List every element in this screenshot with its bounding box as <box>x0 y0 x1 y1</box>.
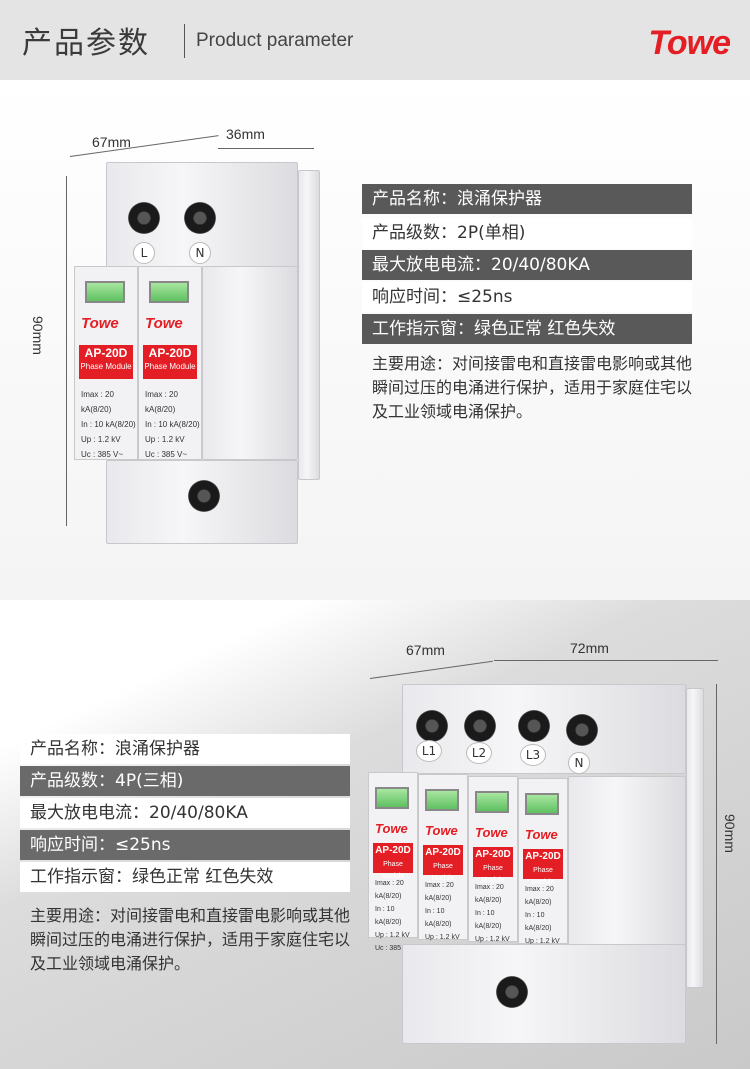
terminal-label-l: L <box>133 242 155 264</box>
terminal-label-n: N <box>568 752 590 774</box>
module-2: Towe AP-20D Phase Module Imax : 20 kA(8/… <box>418 774 468 954</box>
module-model-plate: AP-20D Phase Module <box>473 847 513 884</box>
status-window-icon <box>425 789 459 811</box>
module-sub: Phase Module <box>80 362 132 371</box>
header-bar: 产品参数 Product parameter Towe <box>0 0 750 80</box>
device-2p-image: L N Towe AP-20D Phase Module Imax : 20 k… <box>70 150 330 550</box>
module-model-plate: AP-20D Phase Module <box>423 845 463 882</box>
module-brand: Towe <box>145 315 183 332</box>
module-brand: Towe <box>425 823 458 838</box>
terminal-label-n: N <box>189 242 211 264</box>
module-brand: Towe <box>525 827 558 842</box>
dim-depth-4p: 67mm <box>406 642 445 658</box>
device-side-housing <box>298 170 320 480</box>
usage-text-2p: 主要用途：对间接雷电和直接雷电影响或其他瞬间过压的电涌进行保护，适用于家庭住宅以… <box>372 354 693 421</box>
brand-logo: Towe <box>648 24 731 62</box>
dim-height-2p: 90mm <box>30 316 46 355</box>
module-sub: Phase Module <box>144 362 196 371</box>
module-2: Towe AP-20D Phase Module Imax : 20 kA(8/… <box>138 266 202 460</box>
module-model: AP-20D <box>84 346 128 360</box>
module-model: AP-20D <box>425 847 461 858</box>
spec-row-current-2p: 最大放电电流：20/40/80KA <box>362 250 692 280</box>
module-1: Towe AP-20D Phase Module Imax : 20 kA(8/… <box>368 772 418 952</box>
page-title: 产品参数 <box>22 26 150 61</box>
dim-line-width-2p <box>218 148 314 149</box>
device-side-housing <box>686 688 704 988</box>
usage-text-4p: 主要用途：对间接雷电和直接雷电影响或其他瞬间过压的电涌进行保护，适用于家庭住宅以… <box>30 906 351 973</box>
spec-row-response-4p: 响应时间：≤25ns <box>20 830 350 860</box>
status-window-icon <box>85 281 125 303</box>
terminal-screw-icon <box>566 714 598 746</box>
terminal-screw-icon <box>416 710 448 742</box>
module-specs: Imax : 20 kA(8/20) In : 10 kA(8/20) Up :… <box>145 390 200 459</box>
status-window-icon <box>375 787 409 809</box>
terminal-screw-icon <box>184 202 216 234</box>
dim-width-4p: 72mm <box>570 640 609 656</box>
status-window-icon <box>149 281 189 303</box>
module-sub: Phase Module <box>431 863 455 882</box>
spec-row-name-2p: 产品名称：浪涌保护器 <box>362 184 692 214</box>
terminal-label-l2: L2 <box>466 742 492 764</box>
device-4p-image: L1 L2 L3 N Towe AP-20D Phase Module Imax… <box>366 680 710 1050</box>
module-model-plate: AP-20D Phase Module <box>523 849 563 886</box>
module-sub: Phase Module <box>531 867 555 886</box>
terminal-screw-icon <box>464 710 496 742</box>
title-divider <box>184 24 185 58</box>
terminal-screw-icon <box>518 710 550 742</box>
module-model: AP-20D <box>475 849 511 860</box>
dim-line-height-4p <box>716 684 717 1044</box>
dim-line-height-2p <box>66 176 67 526</box>
spec-row-name-4p: 产品名称：浪涌保护器 <box>20 734 350 764</box>
module-brand: Towe <box>81 315 119 332</box>
spec-row-indicator-4p: 工作指示窗：绿色正常 红色失效 <box>20 862 350 892</box>
module-brand: Towe <box>375 821 408 836</box>
spec-row-current-4p: 最大放电电流：20/40/80KA <box>20 798 350 828</box>
module-model: AP-20D <box>148 346 192 360</box>
spec-row-response-2p: 响应时间：≤25ns <box>362 282 692 312</box>
device-right-housing <box>568 776 686 946</box>
module-model: AP-20D <box>525 851 561 862</box>
module-model-plate: AP-20D Phase Module <box>79 345 133 379</box>
module-3: Towe AP-20D Phase Module Imax : 20 kA(8/… <box>468 776 518 956</box>
page-subtitle: Product parameter <box>196 30 354 51</box>
device-bottom-housing <box>402 944 686 1044</box>
ground-screw-icon <box>496 976 528 1008</box>
module-1: Towe AP-20D Phase Module Imax : 20 kA(8/… <box>74 266 138 460</box>
spec-row-indicator-2p: 工作指示窗：绿色正常 红色失效 <box>362 314 692 344</box>
spec-row-poles-2p: 产品级数：2P(单相) <box>362 218 692 248</box>
module-specs: Imax : 20 kA(8/20) In : 10 kA(8/20) Up :… <box>81 390 136 459</box>
dim-depth-2p: 67mm <box>92 134 131 150</box>
status-window-icon <box>525 793 559 815</box>
dim-line-width-4p <box>494 660 718 661</box>
spec-row-poles-4p: 产品级数：4P(三相) <box>20 766 350 796</box>
dim-width-2p: 36mm <box>226 126 265 142</box>
module-brand: Towe <box>475 825 508 840</box>
module-4: Towe AP-20D Phase Module Imax : 20 kA(8/… <box>518 778 568 958</box>
status-window-icon <box>475 791 509 813</box>
dim-height-4p: 90mm <box>722 814 738 853</box>
module-sub: Phase Module <box>481 865 505 884</box>
ground-screw-icon <box>188 480 220 512</box>
module-specs: Imax : 20 kA(8/20) In : 10 kA(8/20) Up :… <box>375 880 412 952</box>
module-model: AP-20D <box>375 845 411 856</box>
device-right-housing <box>202 266 298 460</box>
terminal-screw-icon <box>128 202 160 234</box>
device-bottom-housing <box>106 460 298 544</box>
terminal-label-l1: L1 <box>416 740 442 762</box>
terminal-label-l3: L3 <box>520 744 546 766</box>
module-model-plate: AP-20D Phase Module <box>143 345 197 379</box>
module-sub: Phase Module <box>381 861 405 880</box>
module-model-plate: AP-20D Phase Module <box>373 843 413 880</box>
